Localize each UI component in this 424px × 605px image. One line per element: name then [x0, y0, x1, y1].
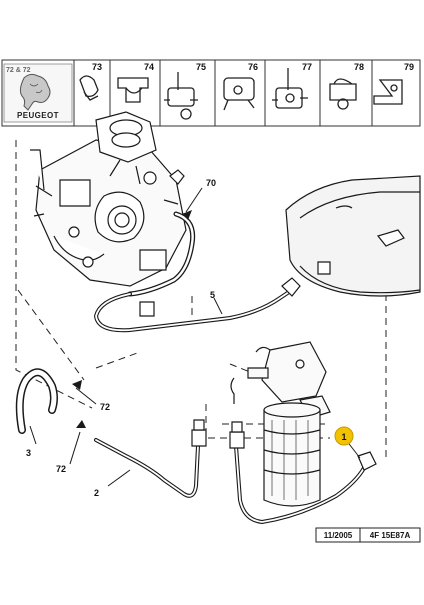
footer-ref: 4F 15E87A — [370, 531, 411, 540]
corner-label: 72 & 72 — [6, 67, 31, 74]
part-74-clip-icon — [117, 77, 149, 103]
pipe-connectors — [191, 419, 377, 471]
strip-label-77: 77 — [302, 62, 312, 72]
pipe-5 — [93, 288, 294, 333]
callout-1-badge: 1 — [334, 426, 354, 446]
strip-label-78: 78 — [354, 62, 364, 72]
callout-leaders — [29, 187, 361, 487]
callout-5: 5 — [210, 290, 215, 300]
callout-72-upper: 72 — [100, 402, 110, 412]
fuel-filter — [230, 341, 331, 507]
strip-label-73: 73 — [92, 62, 102, 72]
callout-72-lower: 72 — [56, 464, 66, 474]
footer-date: 11/2005 — [324, 531, 353, 540]
injection-pump — [30, 111, 187, 287]
strip-label-74: 74 — [144, 62, 154, 72]
callout-70: 70 — [206, 178, 216, 188]
arrowheads — [72, 210, 192, 428]
pipe-5-connector — [139, 277, 301, 317]
part-79-bracket-icon — [373, 79, 403, 105]
callout-1: 1 — [341, 432, 346, 442]
part-75-connector-icon — [164, 72, 198, 120]
part-78-clip-icon — [329, 78, 357, 110]
callout-3: 3 — [26, 448, 31, 458]
peugeot-logo: 72 & 72 PEUGEOT — [3, 63, 73, 123]
brand-name: PEUGEOT — [17, 111, 59, 120]
strip-label-75: 75 — [196, 62, 206, 72]
fuel-tank — [285, 175, 421, 297]
part-73-clip-icon — [79, 75, 99, 101]
part-76-connector-icon — [223, 77, 255, 111]
strip-label-76: 76 — [248, 62, 258, 72]
callout-2: 2 — [94, 488, 99, 498]
strip-label-79: 79 — [404, 62, 414, 72]
part-77-connector-icon — [272, 68, 308, 109]
footer: 11/2005 4F 15E87A — [315, 527, 421, 543]
